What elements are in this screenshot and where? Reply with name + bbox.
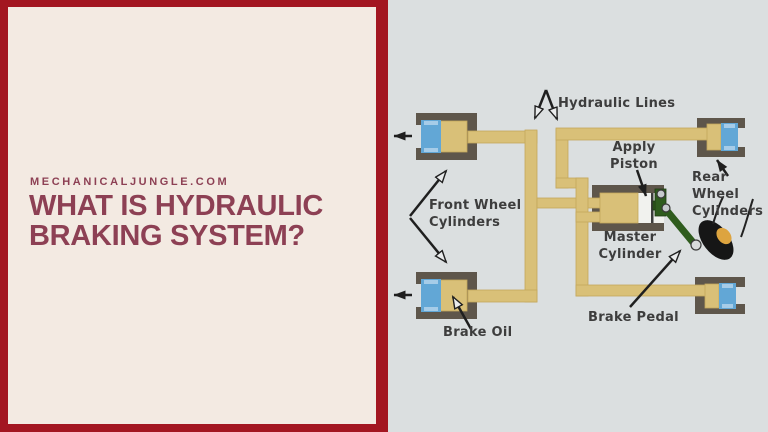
leg-line-right <box>740 198 754 238</box>
leg-line-left <box>712 196 724 225</box>
foot-ankle-patch <box>716 227 732 245</box>
arrow-front-cyl-up <box>409 171 446 217</box>
line-rear-long-vertical <box>575 177 589 297</box>
arrow-hydraulic-right <box>544 89 559 119</box>
arrow-brake-pedal <box>629 251 680 308</box>
brake-oil-front-bottom <box>439 279 468 312</box>
arrow-brake-oil <box>453 297 473 330</box>
wheel-piston-seals <box>424 121 735 311</box>
pedal-joint-mid <box>661 203 671 213</box>
rear-cylinder-bottom-housing <box>695 277 745 287</box>
arrow-front-cyl-down <box>409 217 446 262</box>
line-front-vertical <box>524 129 538 303</box>
diagram-panel: Hydraulic Lines Apply Piston Rear Wheel … <box>388 0 768 432</box>
label-front-wheel-cylinders: Front Wheel Cylinders <box>429 198 522 230</box>
brake-oil-front-top <box>439 120 468 153</box>
brake-pedal-assembly <box>652 188 754 260</box>
title-line-2: BRAKING SYSTEM? <box>29 220 305 252</box>
label-hydraulic-lines: Hydraulic Lines <box>558 96 676 111</box>
site-url: MECHANICALJUNGLE.COM <box>30 176 230 188</box>
pedal-post <box>654 188 667 217</box>
foot-shoe <box>698 220 734 260</box>
brake-oil-rear-bottom <box>704 283 720 309</box>
label-apply-piston: Apply Piston <box>610 140 658 172</box>
pedal-joint-heel <box>690 239 702 251</box>
master-piston <box>599 192 639 224</box>
label-rear-wheel-cylinders: Rear Wheel Cylinders <box>692 170 764 219</box>
arrow-apply-piston <box>635 169 648 197</box>
line-front-bottom <box>467 289 538 303</box>
hydraulic-brake-diagram <box>393 89 754 330</box>
label-brake-pedal: Brake Pedal <box>588 310 679 325</box>
pedal-lever <box>659 202 700 250</box>
apply-piston-plate <box>651 193 654 223</box>
annotation-arrows <box>393 89 730 330</box>
arrow-hydraulic-left <box>533 89 548 118</box>
master-port-2 <box>575 211 601 223</box>
title-line-1: WHAT IS HYDRAULIC <box>29 190 324 222</box>
brake-oil-rear-top <box>706 123 722 151</box>
label-master-cylinder: Master Cylinder <box>598 230 662 262</box>
label-brake-oil: Brake Oil <box>443 325 513 340</box>
wheel-pistons <box>421 120 738 312</box>
line-master-front <box>536 197 601 209</box>
arrow-rear-cyl <box>715 159 730 177</box>
pedal-joint-upper <box>656 189 666 199</box>
